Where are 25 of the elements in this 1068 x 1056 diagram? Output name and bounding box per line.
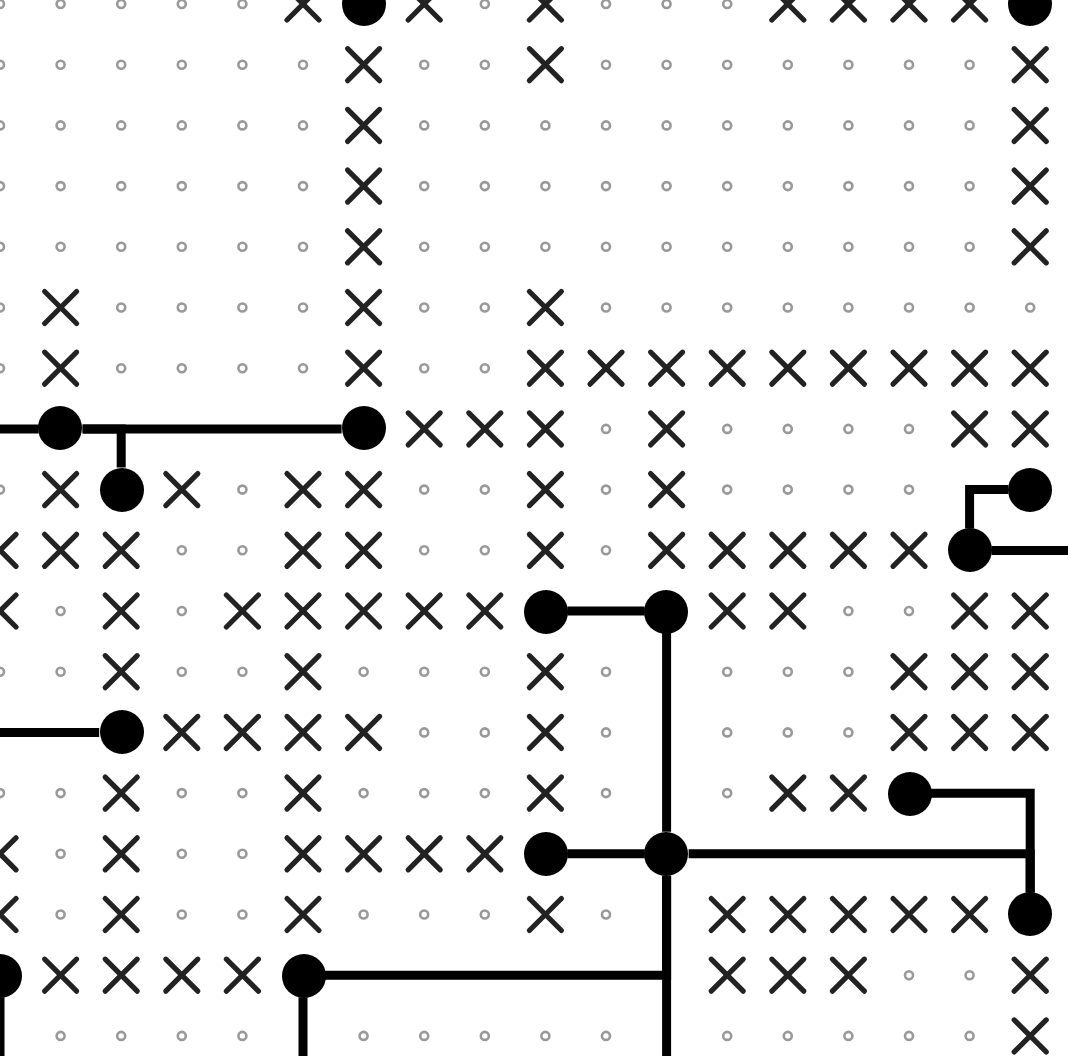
- terminal-node: [99, 710, 144, 755]
- connector-line: [325, 875, 672, 980]
- terminal-node: [1008, 467, 1053, 512]
- connector-line: [965, 485, 1009, 529]
- terminal-node: [644, 589, 689, 633]
- connector-line: [662, 633, 672, 832]
- terminal-node: [523, 589, 568, 633]
- connector-line: [82, 424, 126, 468]
- connector-line: [0, 727, 100, 737]
- connector-line: [0, 997, 5, 1056]
- terminal-node: [1008, 892, 1053, 937]
- terminal-node: [99, 467, 144, 512]
- terminal-node: [523, 831, 568, 876]
- connector-line: [567, 849, 645, 859]
- connector-line: [298, 997, 308, 1056]
- terminal-node: [38, 406, 83, 451]
- connector-line: [0, 424, 39, 434]
- terminal-node: [644, 831, 689, 876]
- connector-line: [567, 606, 645, 616]
- terminal-node: [341, 406, 386, 451]
- terminal-node: [947, 528, 992, 573]
- terminal-node: [887, 771, 931, 816]
- connector-line: [688, 849, 1035, 893]
- connector-line: [991, 545, 1068, 555]
- terminal-node: [281, 953, 325, 998]
